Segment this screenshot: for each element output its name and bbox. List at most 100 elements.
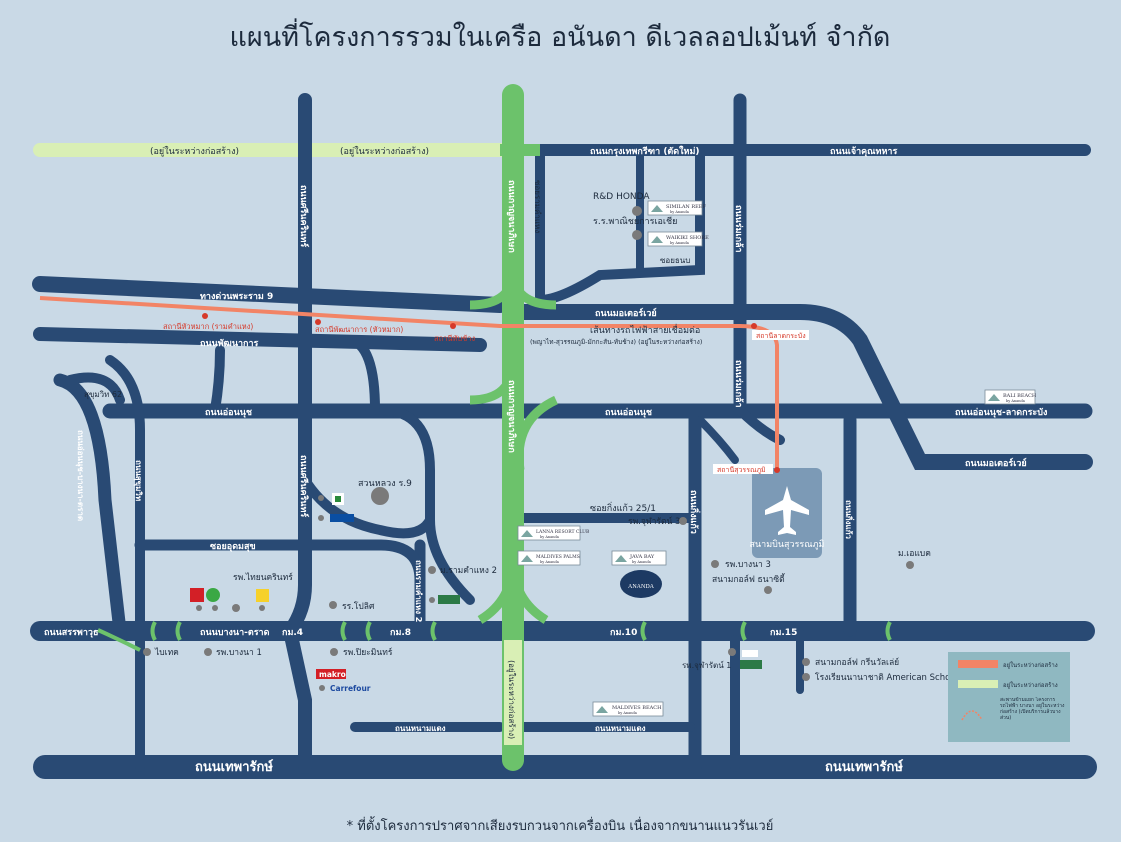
poi: รพ.ไทยนครินทร์ [233,572,293,583]
label-bangna-trat: ถนนบางนา-ตราด [200,628,270,638]
label-onnut-lat: ถนนอ่อนนุช-ลาดกระบัง [955,407,1047,418]
tesco-lotus-logo [740,660,762,669]
svg-text:BALI BEACH: BALI BEACH [1003,393,1037,399]
project-java-bay: JAVA BAY by Ananda [611,550,667,566]
svg-text:LANNA RESORT CLUB: LANNA RESORT CLUB [536,529,590,535]
poi: สวนหลวง ร.9 [358,479,412,489]
rail-station: สถานีทับช้าง [434,334,475,343]
svg-text:ANANDA: ANANDA [628,584,655,590]
label-khlong-lat: ถนนหนามแดง [395,724,446,733]
label-km10: กม.10 [610,628,637,638]
poi: ม.เอแบค [898,549,931,559]
carrefour-logo: Carrefour [330,684,371,693]
legend-rail: อยู่ในระหว่างก่อสร้าง [1003,661,1058,669]
projects: SIMILAN REEF by Ananda WAIKIKI SHORE by … [517,200,1037,717]
label-ramkhamhaeng2: ถนนรามคำแหง 2 [414,560,423,622]
rail-station: สถานีพัฒนาการ (หัวหมาก) [315,325,403,334]
label-km15: กม.15 [770,628,797,638]
label-km8: กม.8 [390,628,411,638]
svg-text:by Ananda: by Ananda [670,210,689,214]
label-krungthep-kritha: ถนนกรุงเทพกรีฑา (ตัดใหม่) [590,145,700,157]
label-sukhumvit: ถนนสุขุมวิท [133,460,143,501]
label-kanchana-lower: ถนนกาญจนาภิเษก [506,380,517,453]
poi: ไบเทค [154,647,179,658]
airport-rail-link [39,296,779,470]
road-motorway [512,304,1093,470]
label-construction-2: (อยู่ในระหว่างก่อสร้าง) [340,146,429,157]
poi-markers: R&D HONDA ร.ร.พาณิชยการเอเชีย สวนหลวง ร.… [143,192,958,683]
label-motorway-right: ถนนมอเตอร์เวย์ [965,457,1027,469]
road-rama9 [32,276,508,313]
label-khlong-lat2: ถนนหนามแดง [595,724,646,733]
poi: รพ.ปิยะมินทร์ [343,647,393,658]
airplane-icon [765,486,809,535]
legend: อยู่ในระหว่างก่อสร้าง อยู่ในระหว่างก่อสร… [948,652,1070,742]
svg-text:makro: makro [319,670,346,679]
legend-construction: อยู่ในระหว่างก่อสร้าง [1003,681,1058,689]
project-waikiki-shore: WAIKIKI SHORE by Ananda [647,231,709,247]
poi: รพ.จุฬารัตน์ 1 [682,660,731,670]
bigc-logo [330,514,354,522]
project-lanna-resort-club: LANNA RESORT CLUB by Ananda [517,525,590,541]
store-logo-green [206,588,220,602]
airport-name: สนามบินสุวรรณภูมิ [750,539,825,550]
label-onnut-mid: ถนนอ่อนนุช [605,407,652,418]
rail-station: สถานีสุวรรณภูมิ [717,466,766,474]
rail-station: สถานีหัวหมาก (รามคำแหง) [163,322,253,331]
expressway-green [469,84,559,771]
label-soi-ramkhamhaeng: ซอยรามคำแหง [533,180,542,233]
label-construction-3: (อยู่ในระหว่างก่อสร้าง) [506,660,516,739]
svg-text:by Ananda: by Ananda [540,560,559,564]
svg-text:MALDIVES BEACH: MALDIVES BEACH [612,705,662,711]
svg-text:by Ananda: by Ananda [1006,399,1025,403]
poi: รร.โปลิศ [342,601,375,612]
rail-stations: สถานีหัวหมาก (รามคำแหง) สถานีพัฒนาการ (ห… [163,313,809,474]
road-phatthanakan [33,327,487,352]
label-kingkaew: ถนนกิ่งแก้ว [688,490,701,534]
store-logo-yellow [256,589,269,602]
label-thepharak-right: ถนนเทพารักษ์ [825,759,903,775]
label-udomsuk: ซอยอุดมสุข [210,542,256,552]
label-romklao: ถนนร่มเกล้า [733,205,744,253]
makro-logo [316,669,346,679]
poi: รพ.บางนา 3 [725,560,771,570]
svg-text:by Ananda: by Ananda [540,535,559,539]
rail-station: สถานีลาดกระบัง [756,332,806,340]
svg-text:SIMILAN REEF: SIMILAN REEF [666,204,706,210]
poi: โรงเรียนนานาชาติ American School [815,672,958,683]
flyover-marks [97,621,892,652]
poi: ม.รามคำแหง 2 [440,566,497,576]
label-thepharak-left: ถนนเทพารักษ์ [195,759,273,775]
project-bali-beach: BALI BEACH by Ananda [984,389,1037,405]
road-network [30,93,1097,779]
label-sanphawut: ถนนสรรพาวุธ [44,628,98,638]
poi: ร.ร.พาณิชยการเอเชีย [593,216,677,227]
rail-sublabel: (พญาไท-สุวรรณภูมิ-มักกะสัน-ทับช้าง) (อยู… [530,338,702,346]
svg-text:JAVA BAY: JAVA BAY [629,554,655,560]
label-construction-1: (อยู่ในระหว่างก่อสร้าง) [150,146,239,157]
lotus-logo [438,595,460,604]
project-maldives-palms: MALDIVES PALMS by Ananda [517,550,581,566]
svg-text:by Ananda: by Ananda [632,560,651,564]
label-kanchana: ถนนกาญจนาภิเษก [506,180,517,253]
svg-text:WAIKIKI SHORE: WAIKIKI SHORE [666,235,709,241]
project-ananda: ANANDA [620,570,662,598]
project-similan-reef: SIMILAN REEF by Ananda [647,200,706,216]
poi: สนามกอล์ฟ ธนาซิตี้ [712,573,786,585]
rail-label: เส้นทางรถไฟฟ้าสายเชื่อมต่อ [590,323,700,336]
poi: รพ.บางนา 1 [216,648,262,658]
poi: สนามกอล์ฟ กรีนวัลเล่ย์ [815,657,899,668]
label-onnut-left: ถนนอ่อนนุช [205,407,252,418]
label-west-vertical: ถนนอ่อนนุช-บางนา-ตราด [75,430,85,521]
label-srinakarin-top: ถนนศรีนครินทร์ [298,185,310,247]
label-soi-right: ซอยธนบ [660,256,690,265]
label-km4: กม.4 [282,628,303,638]
poi: รพ.จุฬารัตน์ 3 [628,516,680,527]
poi: R&D HONDA [593,192,650,202]
label-sukhumvit62: สุขุมวิท 62 [84,390,122,399]
store-logos: makro Carrefour [190,493,762,693]
label-chaokhunthahan: ถนนเจ้าคุณทหาร [830,146,897,157]
svg-text:by Ananda: by Ananda [618,711,637,715]
flyover-icon [961,710,983,721]
